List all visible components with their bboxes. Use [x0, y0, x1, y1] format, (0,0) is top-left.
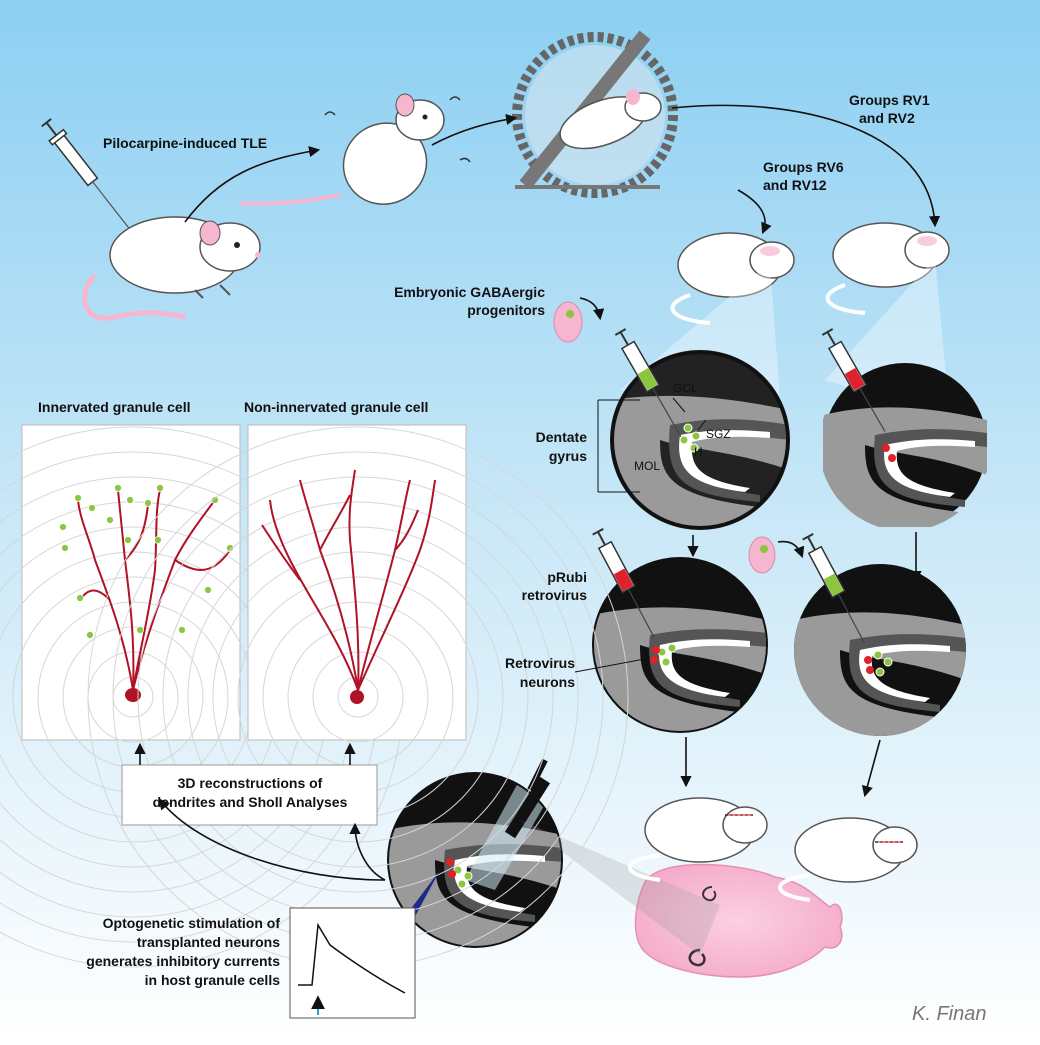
label-dentate: Dentate [536, 429, 588, 445]
mouse-icon [628, 797, 768, 882]
label-h: H [694, 445, 703, 459]
mouse-icon [825, 222, 950, 315]
brain-icon [634, 863, 843, 978]
label-recon: 3D reconstructions of [178, 775, 323, 791]
dentate-gyrus-circle [823, 363, 987, 527]
label-opto-3: generates inhibitory currents [86, 953, 280, 969]
projection-wedge [520, 820, 720, 955]
label-dentate-b: gyrus [549, 448, 587, 464]
retrovirus-cells [446, 444, 896, 878]
reconstruction-label-box [121, 764, 378, 826]
label-opto-1: Optogenetic stimulation of [103, 915, 281, 931]
label-retro-b: neurons [520, 674, 575, 690]
flow-arrows [134, 104, 941, 881]
current-trace [289, 907, 416, 1019]
label-groups-rv6b: and RV12 [763, 177, 827, 193]
label-groups-rv1b: and RV2 [859, 110, 915, 126]
label-groups-rv1: Groups RV1 [849, 92, 930, 108]
dentate-gyrus-circle [610, 350, 790, 530]
label-opto-4: in host granule cells [145, 972, 281, 988]
embryo-icon [748, 536, 776, 574]
syringe-icon [821, 328, 886, 432]
label-embryonic: Embryonic GABAergic [394, 284, 545, 300]
label-opto-2: transplanted neurons [137, 934, 280, 950]
mouse-icon [82, 216, 261, 321]
syringe-icon [802, 533, 865, 643]
dentate-gyrus-circle [794, 564, 966, 736]
syringe-icon [614, 328, 684, 441]
label-prubi-b: retrovirus [522, 587, 588, 603]
label-embryonic-b: progenitors [467, 302, 545, 318]
mouse-icon [239, 93, 471, 206]
label-tle: Pilocarpine-induced TLE [103, 135, 267, 151]
embryo-icon [553, 301, 583, 343]
label-recon-b: dendrites and Sholl Analyses [153, 794, 348, 810]
label-gcl: GCL [673, 381, 698, 395]
pointer-lines [574, 397, 707, 673]
label-sgz: SGZ [706, 427, 731, 441]
sholl-panel-non-innervated [87, 424, 629, 968]
label-innervated: Innervated granule cell [38, 399, 191, 415]
label-prubi: pRubi [547, 569, 587, 585]
dentate-gyrus-circle [592, 557, 768, 733]
label-groups-rv6: Groups RV6 [763, 159, 844, 175]
syringe-icon [41, 118, 135, 235]
label-mol: MOL [634, 459, 660, 473]
label-non-innervated: Non-innervated granule cell [244, 399, 428, 415]
sholl-panel-innervated [0, 424, 404, 968]
dentate-bracket [597, 399, 640, 493]
mouse-icon [670, 232, 795, 325]
mouse-icon [778, 817, 918, 902]
label-retro: Retrovirus [505, 655, 575, 671]
running-wheel-icon [512, 30, 678, 198]
signature: K. Finan [912, 1003, 986, 1025]
transplanted-cells [453, 423, 893, 889]
syringe-icon [592, 528, 655, 638]
